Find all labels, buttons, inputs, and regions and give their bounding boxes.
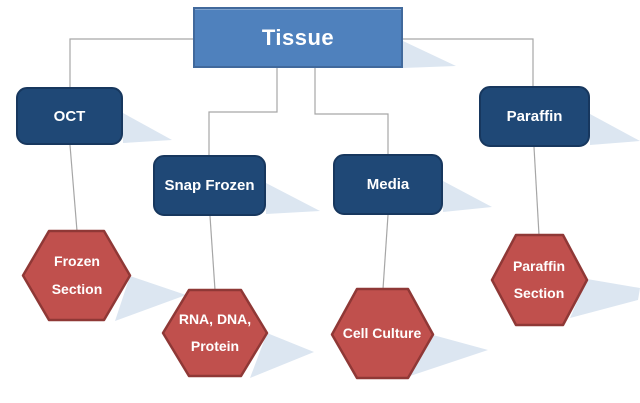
paraffin-section-label: Paraffin Section xyxy=(512,257,566,301)
frozen-section-hexagon xyxy=(21,229,132,322)
connector-paraffin-paraffin-section xyxy=(533,146,540,236)
connector-tissue-oct xyxy=(69,38,193,87)
shadow-group xyxy=(115,41,640,378)
connector-oct-frozen-section xyxy=(69,144,78,232)
tissue-node: Tissue xyxy=(193,7,403,68)
paraffin-shadow xyxy=(590,114,640,145)
media-shadow xyxy=(443,181,492,212)
tissue-shadow xyxy=(403,41,456,68)
hexagon-group xyxy=(21,229,589,380)
connector-tissue-media xyxy=(314,68,389,154)
paraffin-node: Paraffin xyxy=(479,86,590,147)
connector-media-cell-culture xyxy=(382,214,389,290)
frozen-section-shadow xyxy=(115,276,186,321)
oct-node: OCT xyxy=(16,87,123,145)
frozen-section-label: Frozen Section xyxy=(51,253,103,297)
cell-culture-hexagon xyxy=(330,287,435,380)
paraffin-section-shadow xyxy=(570,279,640,318)
cell-culture-label: Cell Culture xyxy=(342,324,422,341)
paraffin-section-hexagon xyxy=(490,233,589,327)
connector-tissue-snap-frozen xyxy=(208,68,278,155)
connector-group xyxy=(69,38,540,291)
snap-frozen-node: Snap Frozen xyxy=(153,155,266,216)
rna-dna-protein-label: RNA, DNA, Protein xyxy=(178,310,252,354)
oct-shadow xyxy=(123,113,172,143)
connector-snap-frozen-rna xyxy=(209,215,216,291)
snap-frozen-shadow xyxy=(266,183,320,214)
rna-dna-protein-hexagon xyxy=(161,288,269,378)
rna-dna-protein-shadow xyxy=(250,333,314,378)
media-node: Media xyxy=(333,154,443,215)
connector-tissue-paraffin xyxy=(403,38,534,86)
